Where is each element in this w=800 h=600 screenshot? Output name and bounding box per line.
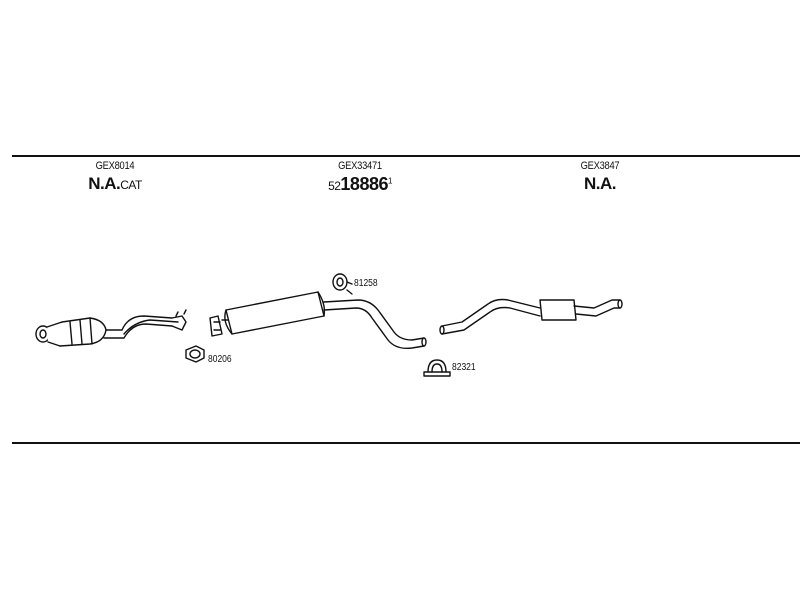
group-rear-silencer: GEX3847 N.A. — [555, 160, 645, 194]
part-reference-prefix: 52 — [328, 179, 341, 193]
part-code: GEX8014 — [95, 160, 135, 172]
part-label-clamp-bottom: 82321 — [452, 362, 476, 373]
part-code: GEX33471 — [338, 160, 382, 172]
group-middle-silencer: GEX33471 52188861 — [305, 160, 415, 195]
group-catalytic-converter: GEX8014 N.A.CAT — [70, 160, 160, 194]
part-label-clamp-top: 81258 — [354, 278, 378, 289]
part-reference-sup: 1 — [387, 176, 392, 186]
part-reference-suffix: CAT — [120, 178, 142, 192]
part-reference: N.A. — [584, 174, 617, 193]
gasket-drawing — [185, 345, 205, 363]
bottom-divider — [12, 442, 800, 444]
part-label-gasket: 80206 — [208, 354, 232, 365]
catalytic-converter-drawing — [35, 309, 187, 347]
clamp-top-drawing — [332, 273, 353, 295]
middle-silencer-drawing — [209, 291, 427, 350]
clamp-bottom-drawing — [423, 359, 451, 377]
part-reference: 52188861 — [328, 174, 392, 194]
rear-silencer-drawing — [439, 298, 623, 335]
top-divider — [12, 155, 800, 157]
part-reference: N.A.CAT — [88, 174, 142, 193]
part-code: GEX3847 — [580, 160, 620, 172]
